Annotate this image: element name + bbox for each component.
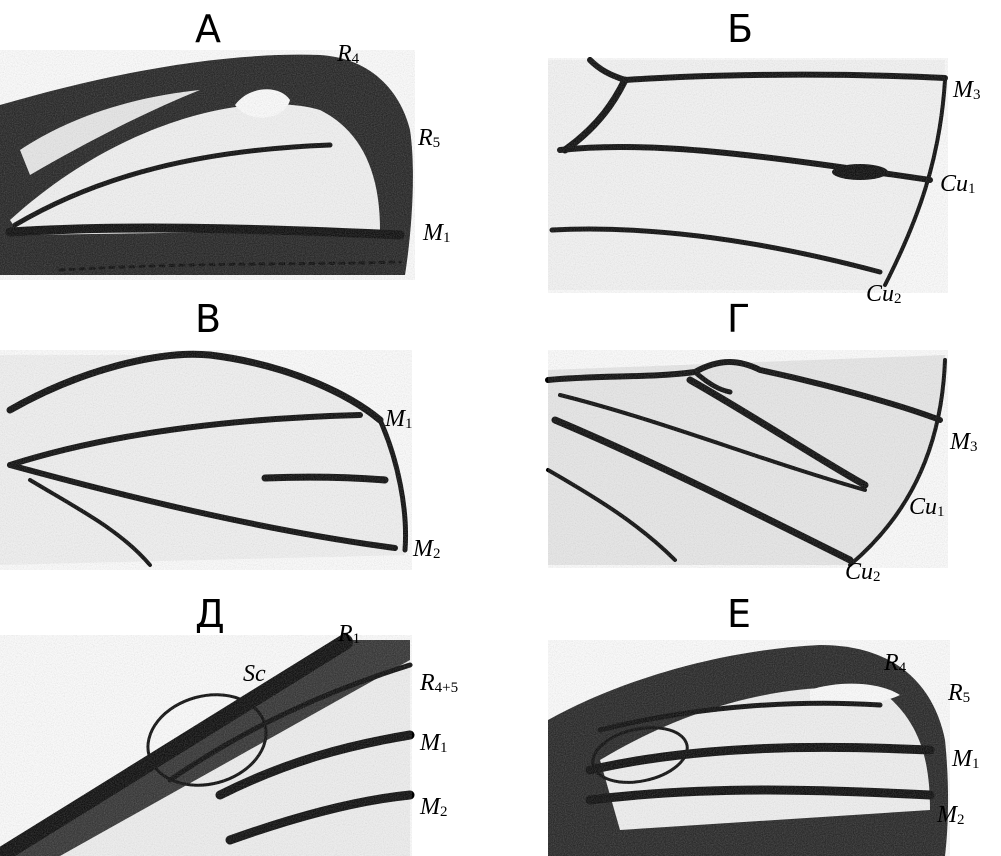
vein-label-r5-f: R5: [948, 681, 970, 710]
vein-label-r4-a: R4: [337, 42, 359, 71]
panel-a-wing: [0, 50, 415, 280]
vein-label-cu1-d: Cu1: [909, 495, 945, 524]
vein-label-m2-c: M2: [413, 537, 441, 566]
vein-label-m2-f: M2: [937, 803, 965, 832]
vein-label-m1-c: M1: [385, 407, 413, 436]
vein-label-r5-a: R5: [418, 126, 440, 155]
vein-label-r4-f: R4: [884, 651, 906, 680]
vein-label-m3-d: M3: [950, 430, 978, 459]
vein-label-cu1-b: Cu1: [940, 172, 976, 201]
vein-label-cu2-d: Cu2: [845, 560, 881, 589]
vein-label-r45-e: R4+5: [420, 671, 458, 700]
panel-c-wing: [0, 350, 412, 570]
panel-d-wing: [548, 350, 948, 568]
vein-label-cu2-b: Cu2: [866, 282, 902, 311]
vein-label-m3-b: M3: [953, 78, 981, 107]
panel-e-wing: [0, 635, 412, 856]
vein-label-m1-a: M1: [423, 221, 451, 250]
vein-label-m1-e: M1: [420, 731, 448, 760]
vein-label-m1-f: M1: [952, 747, 980, 776]
vein-label-m2-e: M2: [420, 795, 448, 824]
vein-label-r1-e: R1: [338, 622, 360, 651]
vein-label-sc-e: Sc: [243, 662, 266, 691]
panel-b-wing: [548, 58, 948, 293]
